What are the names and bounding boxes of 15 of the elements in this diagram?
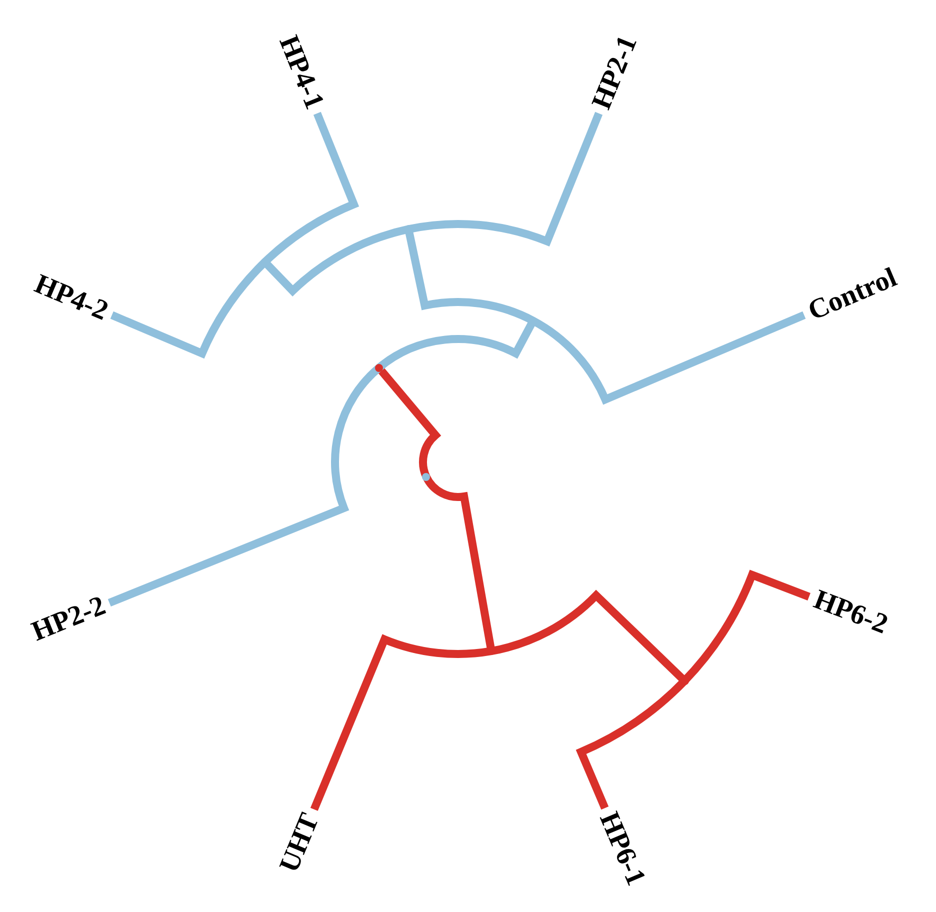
tree-branch xyxy=(262,112,358,266)
tree-branch xyxy=(310,635,492,811)
tree-branch xyxy=(682,570,810,684)
leaf-label: HP6-2 xyxy=(809,584,892,640)
tree-branch xyxy=(262,225,410,295)
leaf-label: HP4-2 xyxy=(30,269,112,327)
leaf-label: HP2-2 xyxy=(28,591,110,648)
tree-branch xyxy=(110,259,268,358)
tree-branch xyxy=(108,364,382,607)
leaf-label: UHT xyxy=(274,809,326,877)
leaf-label: HP2-1 xyxy=(587,32,644,114)
leaf-label: HP6-1 xyxy=(593,808,651,890)
tree-branch xyxy=(577,678,688,810)
leaf-label: HP4-1 xyxy=(272,32,330,114)
tree-branch xyxy=(408,112,603,246)
